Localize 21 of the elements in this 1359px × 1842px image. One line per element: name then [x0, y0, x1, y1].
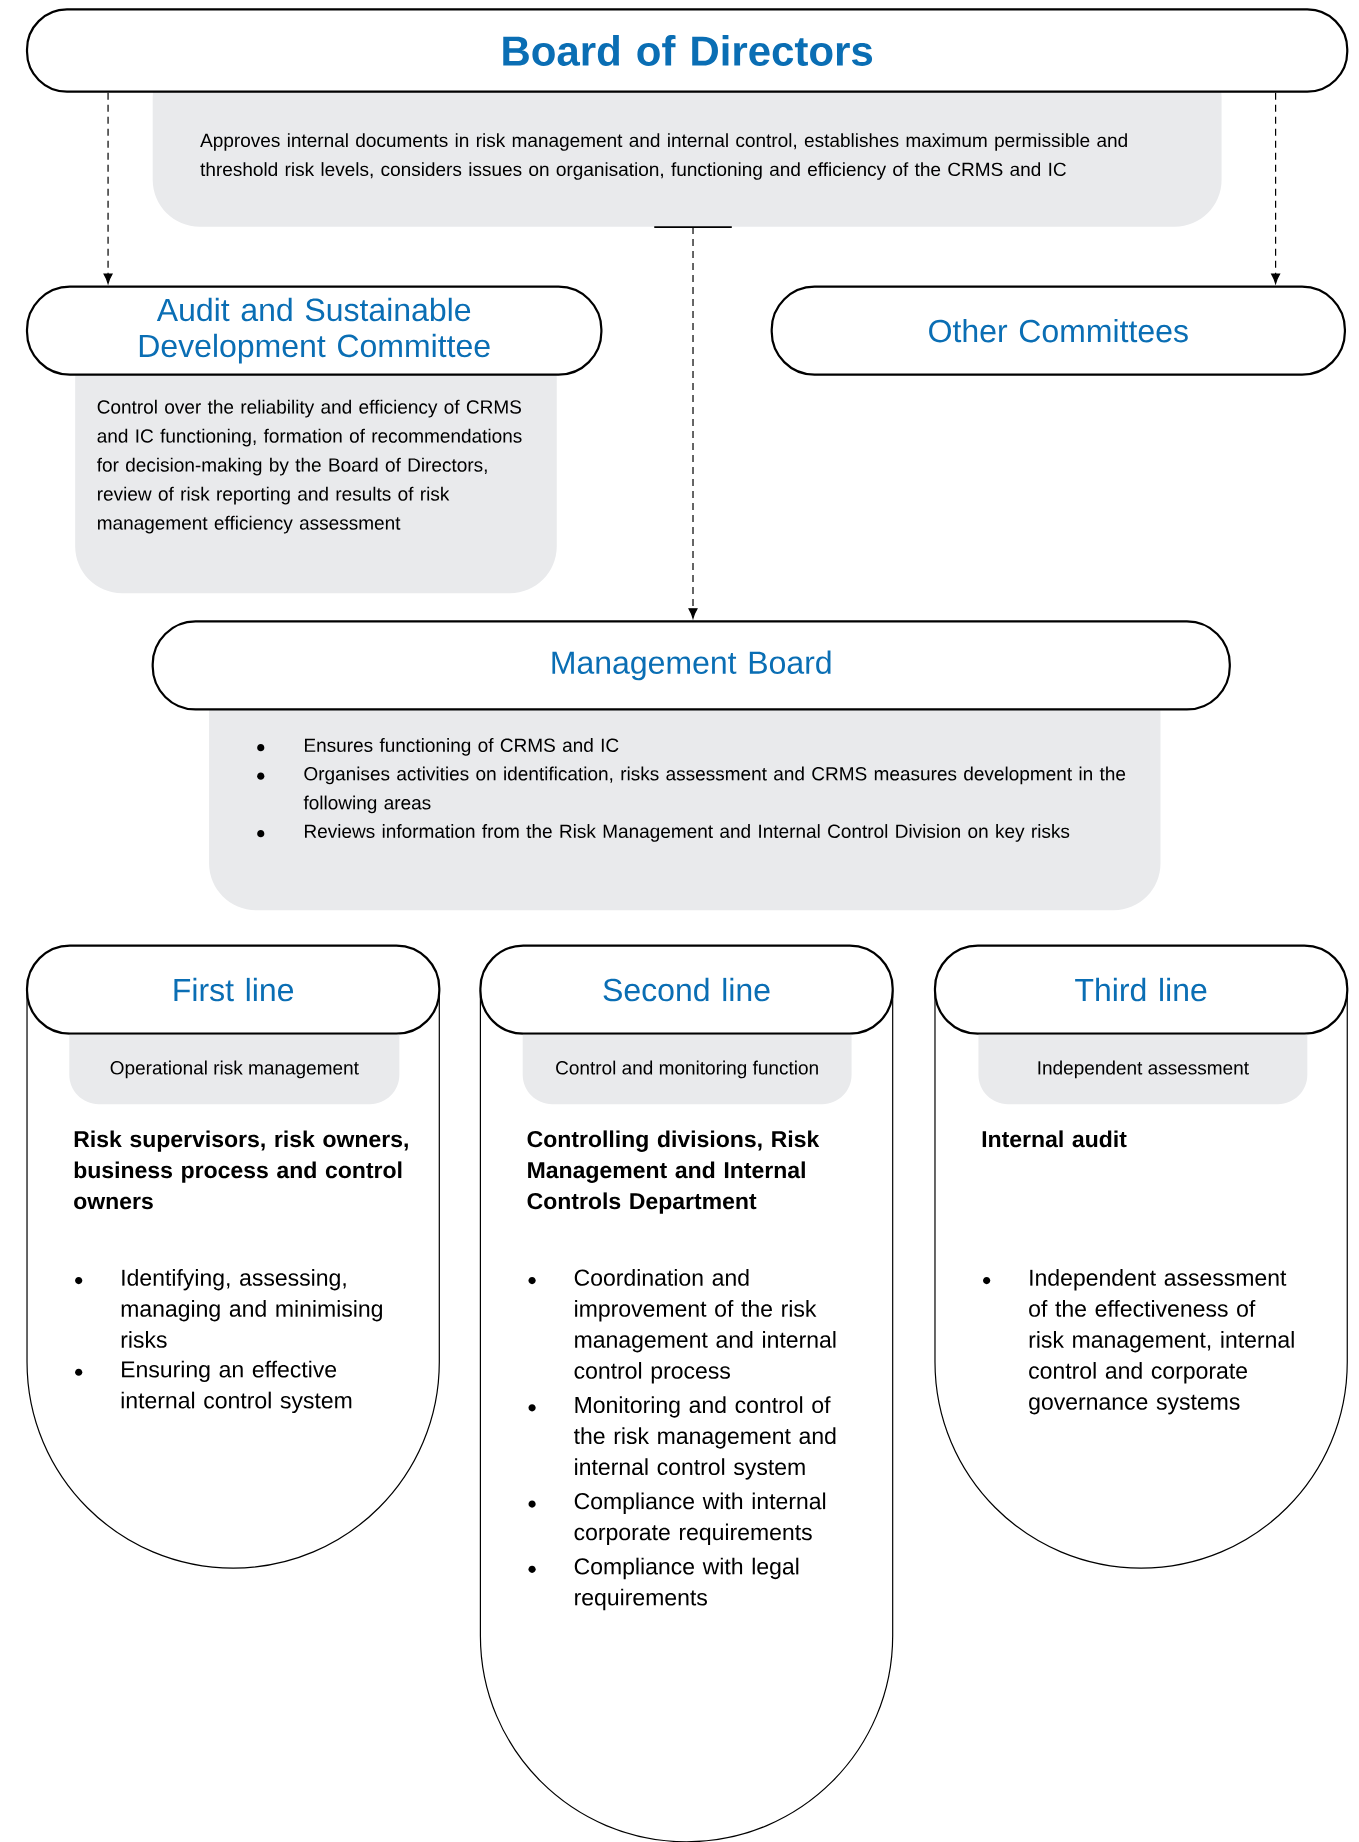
node-label: Internal audit: [982, 1130, 1127, 1148]
rounded-title-box: Board of Directors: [25, 8, 1349, 93]
arrow: [1271, 92, 1281, 284]
node-label: Risk supervisors, risk owners, business process and control owners: [74, 1130, 408, 1210]
node-label: Controlling divisions, Risk Management and Internal Controls Department: [527, 1130, 820, 1214]
node-label: Monitoring and control of the risk management and internal control system: [573, 1396, 836, 1480]
rounded-title-box: Audit and Sustainable Development Committee: [25, 285, 603, 376]
node-label: Compliance with internal corporate requirements: [574, 1492, 826, 1545]
arrow: [653, 226, 733, 619]
node-label: Independent assessment of the effectiveness of risk management, internal control and corporate governance systems: [1029, 1268, 1294, 1415]
node-label: Compliance with legal requirements: [574, 1557, 799, 1611]
label-tab: Control and monitoring function: [522, 1034, 852, 1105]
rounded-title-box: Management Board: [151, 620, 1231, 711]
node-label: Coordination and improvement of the risk management and internal control process: [574, 1268, 836, 1384]
node-label: Identifying, assessing, managing and minimising risks: [121, 1268, 382, 1348]
node-label: Ensuring an effective internal control system: [121, 1360, 352, 1414]
label-tab: Operational risk management: [69, 1034, 400, 1105]
node-label: Third line: [1075, 977, 1207, 1002]
rounded-title-box: Other Committees: [770, 285, 1346, 376]
label-tab: Independent assessment: [978, 1034, 1308, 1105]
arrow: [103, 92, 113, 284]
